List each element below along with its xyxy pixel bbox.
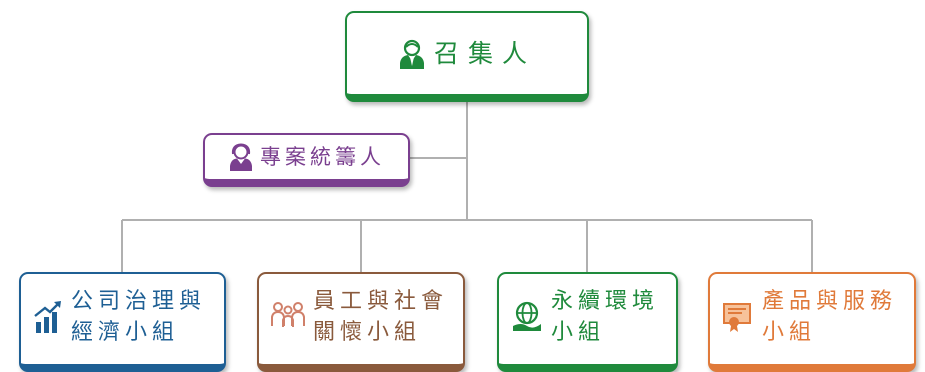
woman-icon	[228, 143, 254, 171]
environment-group-label: 永續環境 小組	[551, 286, 659, 348]
certificate-icon	[722, 300, 754, 332]
governance-group-node: 公司治理與 經濟小組	[19, 272, 226, 372]
convener-label: 召集人	[433, 39, 536, 68]
governance-group-line-1: 公司治理與	[71, 289, 207, 314]
social-group-label: 員工與社會 關懷小組	[313, 286, 448, 348]
environment-group-line-1: 永續環境	[551, 289, 660, 314]
governance-group-label: 公司治理與 經濟小組	[71, 286, 206, 348]
product-group-node: 產品與服務 小組	[708, 272, 916, 372]
product-group-line-1: 產品與服務	[762, 289, 898, 314]
person-icon	[398, 39, 426, 69]
coordinator-label: 專案統籌人	[260, 144, 385, 169]
org-chart: 召集人 專案統籌人 公司治理與 經濟小組	[19, 11, 916, 372]
environment-group-node: 永續環境 小組	[497, 272, 678, 372]
convener-node: 召集人	[345, 11, 589, 102]
growth-chart-icon	[33, 300, 63, 334]
social-group-line-1: 員工與社會	[313, 289, 449, 314]
globe-hand-icon	[511, 300, 543, 332]
social-group-node: 員工與社會 關懷小組	[257, 272, 465, 372]
product-group-line-2: 小組	[762, 320, 817, 345]
product-group-label: 產品與服務 小組	[762, 286, 897, 348]
governance-group-line-2: 經濟小組	[71, 320, 180, 345]
environment-group-line-2: 小組	[551, 320, 606, 345]
people-group-icon	[271, 300, 305, 328]
social-group-line-2: 關懷小組	[313, 320, 422, 345]
connector-lines	[121, 100, 813, 272]
coordinator-node: 專案統籌人	[203, 133, 410, 187]
